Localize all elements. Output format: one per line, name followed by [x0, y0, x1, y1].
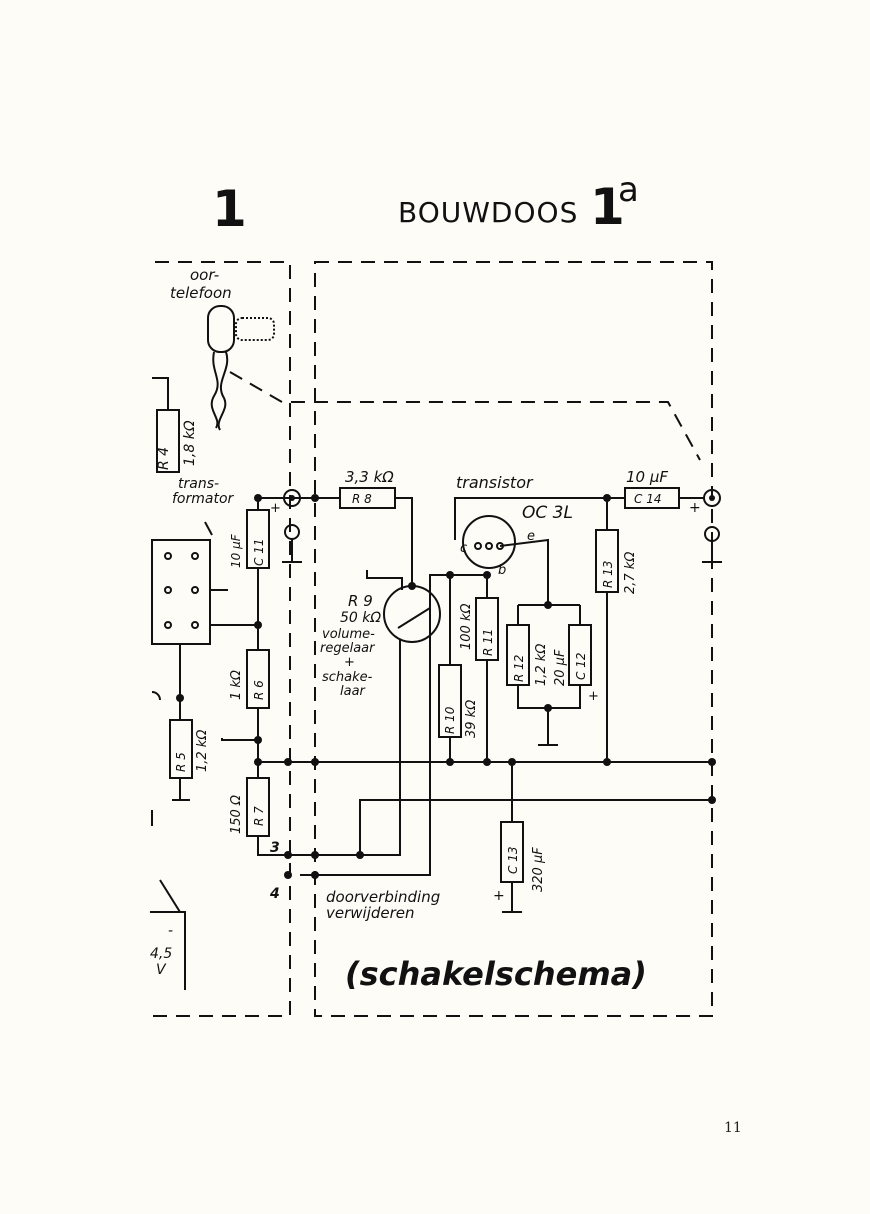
- c13-plus: +: [493, 888, 505, 904]
- battery-minus: -: [168, 923, 173, 939]
- c12-plus: +: [588, 689, 599, 704]
- earphone-label-1: oor-: [190, 266, 219, 284]
- transformer-symbol: [151, 521, 255, 720]
- bridge-label-2: verwijderen: [326, 904, 415, 922]
- r6-name: R 6: [252, 680, 266, 700]
- pin-b-label: b: [498, 563, 506, 578]
- r5-name: R 5: [174, 752, 188, 772]
- earphone-symbol: [207, 305, 275, 431]
- r11-value: 100 kΩ: [459, 604, 474, 650]
- r7-value: 150 Ω: [229, 795, 244, 834]
- transformer-label-2: formator: [172, 491, 235, 507]
- r13-value: 2,7 kΩ: [623, 552, 638, 594]
- r8-name: R 8: [352, 492, 372, 506]
- r4-value: 1,8 kΩ: [182, 420, 198, 466]
- r6-value: 1 kΩ: [229, 670, 244, 700]
- r9-desc-2: regelaar: [320, 641, 376, 656]
- battery-unit: V: [156, 962, 167, 978]
- c14-value: 10 μF: [626, 468, 668, 486]
- bridge-label-1: doorverbinding: [326, 888, 440, 906]
- c11-value: 10 μF: [229, 533, 243, 568]
- kit-number: 1: [590, 178, 625, 236]
- c13-value: 320 μF: [531, 847, 546, 892]
- r9-desc-3: +: [344, 655, 355, 670]
- transistor-type: OC 3L: [522, 503, 573, 523]
- schema-title: (schakelschema): [345, 955, 647, 993]
- r12-name: R 12: [512, 655, 526, 682]
- r7-name: R 7: [252, 806, 266, 826]
- r8-resistor: [339, 487, 396, 509]
- r4-resistor: [156, 409, 180, 473]
- c12-value: 20 μF: [553, 649, 568, 686]
- r9-desc-1: volume-: [322, 627, 375, 642]
- kit-superscript: a: [618, 170, 639, 210]
- r10-name: R 10: [443, 706, 457, 734]
- pin-e-label: e: [527, 529, 535, 544]
- battery-value: 4,5: [150, 946, 172, 962]
- transformer-label-1: trans-: [178, 476, 219, 492]
- r9-desc-5: laar: [340, 684, 367, 699]
- r13-name: R 13: [601, 561, 615, 588]
- folio-page-number: 11: [724, 1120, 742, 1136]
- page-section-number: 1: [212, 180, 247, 238]
- terminal-4-label: 4: [269, 886, 280, 902]
- r10-value: 39 kΩ: [464, 700, 479, 738]
- transistor-symbol: [454, 497, 607, 605]
- r9-desc-4: schake-: [322, 670, 373, 685]
- c11-name: C 11: [252, 539, 266, 566]
- battery-symbol: [150, 879, 186, 990]
- r9-value: 50 kΩ: [340, 610, 381, 626]
- earphone-label-2: telefoon: [170, 284, 232, 302]
- r12-value: 1,2 kΩ: [534, 644, 549, 686]
- c12-name: C 12: [574, 653, 588, 680]
- r9-name: R 9: [348, 592, 373, 610]
- c11-plus: +: [270, 501, 281, 516]
- r8-value: 3,3 kΩ: [345, 468, 394, 486]
- c14-plus: +: [689, 500, 701, 516]
- pin-c-label: c: [460, 541, 467, 556]
- r5-value: 1,2 kΩ: [195, 730, 210, 772]
- r4-name: R 4: [156, 447, 172, 470]
- terminal-3-label: 3: [270, 840, 280, 856]
- transistor-label: transistor: [456, 473, 534, 492]
- r11-name: R 11: [481, 629, 495, 656]
- kit-title: BOUWDOOS: [398, 196, 579, 229]
- c13-name: C 13: [506, 847, 520, 874]
- c14-name: C 14: [634, 492, 661, 506]
